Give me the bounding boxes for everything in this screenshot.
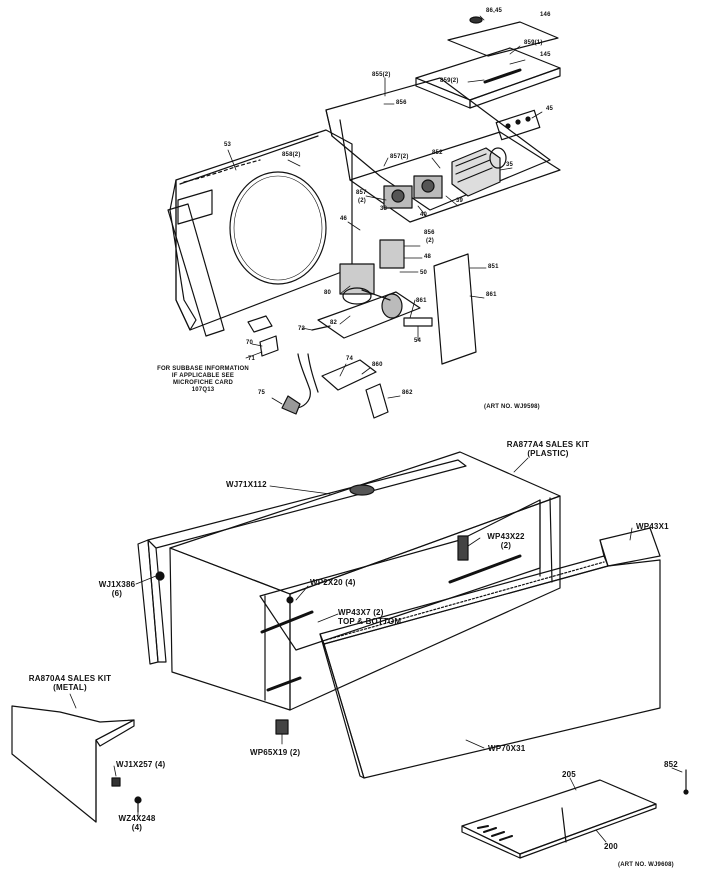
label-861: 861: [416, 298, 427, 304]
wp65x19-label: WP65X19 (2): [250, 748, 301, 757]
ra877a4-line-2: (PLASTIC): [527, 449, 569, 459]
wp43x1-label: WP43X1: [636, 522, 669, 531]
metal-grille-kit: [12, 706, 134, 822]
rear-top-panel: [416, 48, 560, 108]
screw-hardware: [112, 720, 688, 812]
label-35: 35: [506, 162, 514, 168]
label-50: 50: [420, 270, 428, 276]
label-70: 70: [246, 340, 254, 346]
label-53: 53: [224, 142, 232, 148]
wz4x248-line-2: (4): [131, 823, 143, 833]
leader-lines: [70, 16, 682, 842]
ra870a4-line-2: (METAL): [53, 683, 87, 693]
label-862: 862: [402, 390, 413, 396]
label-858-2: 858(2): [282, 152, 301, 158]
label-859-2: 859(2): [440, 78, 459, 84]
label-856: 856: [396, 100, 407, 106]
label-855-2: 855(2): [372, 72, 391, 78]
label-46: 46: [340, 216, 348, 222]
part-852-label: 852: [664, 760, 678, 769]
power-cord: [282, 354, 318, 414]
side-brace: [168, 204, 224, 336]
label-852: 852: [432, 150, 443, 156]
motor-mount: [318, 292, 432, 338]
label-38: 38: [380, 206, 388, 212]
wz4x248-label: WZ4X248 (4): [114, 814, 160, 832]
label-45: 45: [546, 106, 554, 112]
wz4x248-line-1: WZ4X248: [118, 814, 156, 823]
art-number-upper: (ART NO. WJ9598): [484, 404, 540, 410]
wp43x7-line-1: WP43X7 (2): [338, 608, 384, 617]
ra877a4-kit-label: RA877A4 SALES KIT (PLASTIC): [500, 440, 596, 458]
wp43x7-line-2: TOP & BOTTOM: [338, 617, 402, 627]
subbase-note-line-1: FOR SUBBASE INFORMATION: [157, 366, 249, 372]
label-861b: 861: [486, 292, 497, 298]
label-2: (2): [358, 198, 366, 204]
label-860: 860: [372, 362, 383, 368]
cap-bracket: [322, 360, 388, 418]
fan-shroud: [170, 130, 352, 330]
label-856b: 856: [424, 230, 435, 236]
label-82: 82: [330, 320, 338, 326]
front-control-panel: [434, 254, 476, 364]
wj1x386-line-1: WJ1X386: [98, 580, 136, 589]
wp43x22-label: WP43X22 (2): [482, 532, 530, 550]
label-851: 851: [488, 264, 499, 270]
part-205-label: 205: [562, 770, 576, 779]
wp43x7-label: WP43X7 (2) TOP & BOTTOM: [338, 608, 401, 626]
label-146: 146: [540, 12, 551, 18]
ra870a4-kit-label: RA870A4 SALES KIT (METAL): [20, 674, 120, 692]
wp70x31-label: WP70X31: [488, 744, 526, 753]
label-86-45: 86,45: [486, 8, 503, 14]
subbase-note-line-2: IF APPLICABLE SEE: [171, 372, 235, 379]
top-cover-plate: [448, 17, 558, 56]
support-angle: [600, 528, 660, 566]
wp43x22-line-2: (2): [500, 541, 512, 551]
subbase-note-line-3: MICROFICHE CARD: [173, 379, 233, 386]
selector-switch: [384, 176, 442, 208]
art-number-lower: (ART NO. WJ9608): [618, 862, 674, 868]
wj71x112-label: WJ71X112: [226, 480, 267, 489]
label-80: 80: [324, 290, 332, 296]
part-200-label: 200: [604, 842, 618, 851]
ra877a4-line-1: RA877A4 SALES KIT: [506, 440, 590, 449]
ra870a4-line-1: RA870A4 SALES KIT: [28, 674, 112, 683]
label-2b: (2): [426, 238, 434, 244]
wj1x257-label: WJ1X257 (4): [116, 760, 166, 769]
capacitor: [452, 148, 506, 196]
label-40: 40: [420, 212, 428, 218]
label-72: 72: [298, 326, 306, 332]
drain-tray: [462, 780, 656, 858]
label-48: 48: [424, 254, 432, 260]
wall-sleeve-case: [170, 452, 560, 710]
label-145: 145: [540, 52, 551, 58]
wp43x22-line-1: WP43X22: [487, 532, 525, 541]
label-54: 54: [414, 338, 422, 344]
wj1x386-label: WJ1X386 (6): [94, 580, 140, 598]
wp2x20-label: WP2X20 (4): [310, 578, 356, 587]
fan-motor: [340, 240, 404, 318]
label-71: 71: [248, 356, 256, 362]
subbase-note-line-4: 107Q13: [191, 386, 215, 393]
terminal-block: [496, 110, 540, 139]
subbase-note: FOR SUBBASE INFORMATION IF APPLICABLE SE…: [148, 366, 258, 394]
label-857-2: 857(2): [390, 154, 409, 160]
wj1x386-line-2: (6): [111, 589, 123, 599]
label-39: 39: [456, 198, 464, 204]
label-74: 74: [346, 356, 354, 362]
label-75: 75: [258, 390, 266, 396]
rear-grille: [320, 556, 660, 778]
label-857: 857: [356, 190, 367, 196]
label-859-1: 859(1): [524, 40, 543, 46]
thermostat: [248, 316, 330, 356]
